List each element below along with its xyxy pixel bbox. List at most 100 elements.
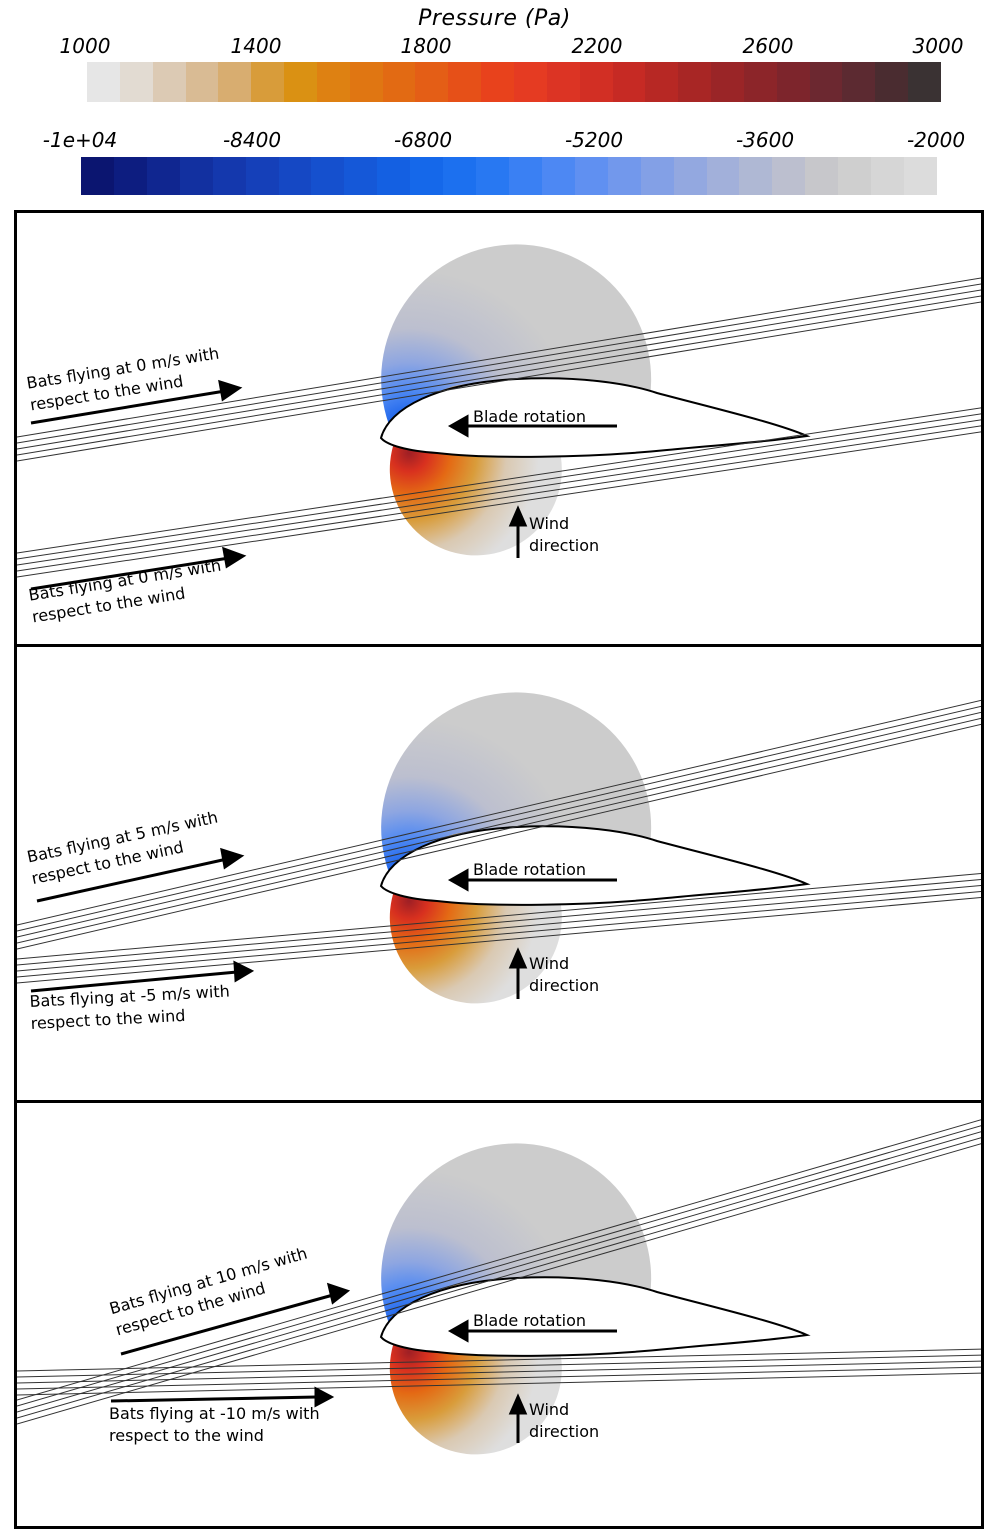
negative-tick-label: -6800	[393, 128, 453, 152]
colorbar-swatch	[81, 157, 114, 195]
colorbar-swatch	[908, 62, 941, 102]
bat-flight-paths-lower	[17, 407, 981, 578]
colorbar-swatch	[805, 157, 839, 195]
colorbar-swatch	[809, 62, 843, 102]
colorbar-swatch	[349, 62, 383, 102]
colorbar-swatch	[838, 157, 872, 195]
colorbar-swatch	[541, 157, 575, 195]
blade-rotation-label: Blade rotation	[473, 407, 587, 426]
bat-flight-paths-upper	[17, 277, 981, 462]
colorbar-swatch	[410, 157, 444, 195]
colorbar-swatch	[245, 157, 279, 195]
colorbar-swatch	[574, 157, 608, 195]
positive-tick-label: 1800	[400, 34, 452, 58]
negative-tick-label: -1e+04	[42, 128, 118, 152]
colorbar-swatch	[218, 62, 252, 102]
negative-tick-label: -2000	[906, 128, 966, 152]
colorbar-swatch	[284, 62, 317, 102]
colorbar-swatch	[476, 157, 509, 195]
colorbar-swatch	[579, 62, 613, 102]
blade-rotation-label: Blade rotation	[473, 1311, 587, 1330]
blade-rotation-arrow	[447, 414, 617, 438]
blade-rotation-label: Blade rotation	[473, 860, 587, 879]
colorbar-swatch	[607, 157, 641, 195]
positive-colorbar	[87, 62, 941, 102]
colorbar-swatch	[513, 62, 547, 102]
colorbar-swatch	[612, 62, 646, 102]
colorbar-swatch	[711, 62, 744, 102]
wind-direction-arrow	[508, 505, 528, 558]
positive-tick-label: 2600	[742, 34, 794, 58]
colorbar-swatch	[344, 157, 378, 195]
upper-flight-arrow	[30, 379, 243, 425]
colorbar-swatch	[316, 62, 350, 102]
blade-rotation-arrow	[447, 868, 617, 892]
airfoil-profile	[379, 1276, 811, 1357]
blade-rotation-arrow	[447, 1319, 617, 1343]
colorbar-title: Pressure (Pa)	[418, 6, 571, 31]
colorbar-swatch	[179, 157, 213, 195]
colorbar-swatch	[546, 62, 580, 102]
positive-tick-label: 1000	[59, 34, 111, 58]
airfoil-profile	[379, 825, 811, 906]
colorbar-swatch	[278, 157, 312, 195]
negative-tick-label: -5200	[564, 128, 624, 152]
colorbar-swatch	[739, 157, 773, 195]
positive-tick-label: 1400	[230, 34, 282, 58]
negative-colorbar	[81, 157, 937, 195]
upper-flight-arrow	[36, 847, 245, 903]
colorbar-swatch	[443, 157, 477, 195]
colorbar-swatch	[743, 62, 777, 102]
colorbar-swatch	[212, 157, 246, 195]
colorbar-swatch	[678, 62, 712, 102]
colorbar-swatch	[842, 62, 876, 102]
airfoil-diagram	[17, 244, 981, 591]
colorbar-swatch	[185, 62, 219, 102]
colorbar-swatch	[415, 62, 449, 102]
colorbar-swatch	[113, 157, 147, 195]
colorbar-swatch	[508, 157, 542, 195]
colorbar-swatch	[382, 62, 416, 102]
bat-flight-paths-lower	[17, 873, 981, 984]
colorbar-swatch	[875, 62, 909, 102]
colorbar-swatch	[776, 62, 810, 102]
colorbar-swatch	[673, 157, 707, 195]
positive-tick-label: 2200	[571, 34, 623, 58]
colorbar-swatch	[251, 62, 285, 102]
colorbar-swatch	[119, 62, 153, 102]
colorbar-swatch	[481, 62, 514, 102]
colorbar-swatch	[311, 157, 345, 195]
lower-flight-arrow	[30, 546, 247, 591]
colorbar-swatch	[87, 62, 120, 102]
colorbar-swatch	[772, 157, 806, 195]
bat-flight-paths-lower	[17, 1348, 981, 1396]
bat-flight-paths-upper	[17, 699, 981, 950]
wind-direction-arrow	[508, 947, 528, 999]
colorbar-swatch	[640, 157, 674, 195]
colorbar-swatch	[871, 157, 905, 195]
lower-flight-arrow	[110, 1386, 335, 1408]
colorbar-swatch	[448, 62, 482, 102]
colorbar-swatch	[377, 157, 411, 195]
colorbar-swatch	[706, 157, 740, 195]
colorbar-swatch	[146, 157, 180, 195]
bat-flight-paths-upper	[17, 1119, 981, 1425]
negative-tick-label: -3600	[735, 128, 795, 152]
lower-flight-arrow	[30, 960, 255, 993]
airfoil-diagram	[17, 692, 981, 1004]
colorbar-swatch	[904, 157, 937, 195]
upper-flight-arrow	[120, 1282, 351, 1356]
colorbar-swatch	[645, 62, 679, 102]
colorbar-swatch	[152, 62, 186, 102]
negative-tick-label: -8400	[222, 128, 282, 152]
positive-tick-label: 3000	[912, 34, 964, 58]
wind-direction-arrow	[508, 1393, 528, 1443]
airfoil-diagram	[17, 1119, 981, 1455]
